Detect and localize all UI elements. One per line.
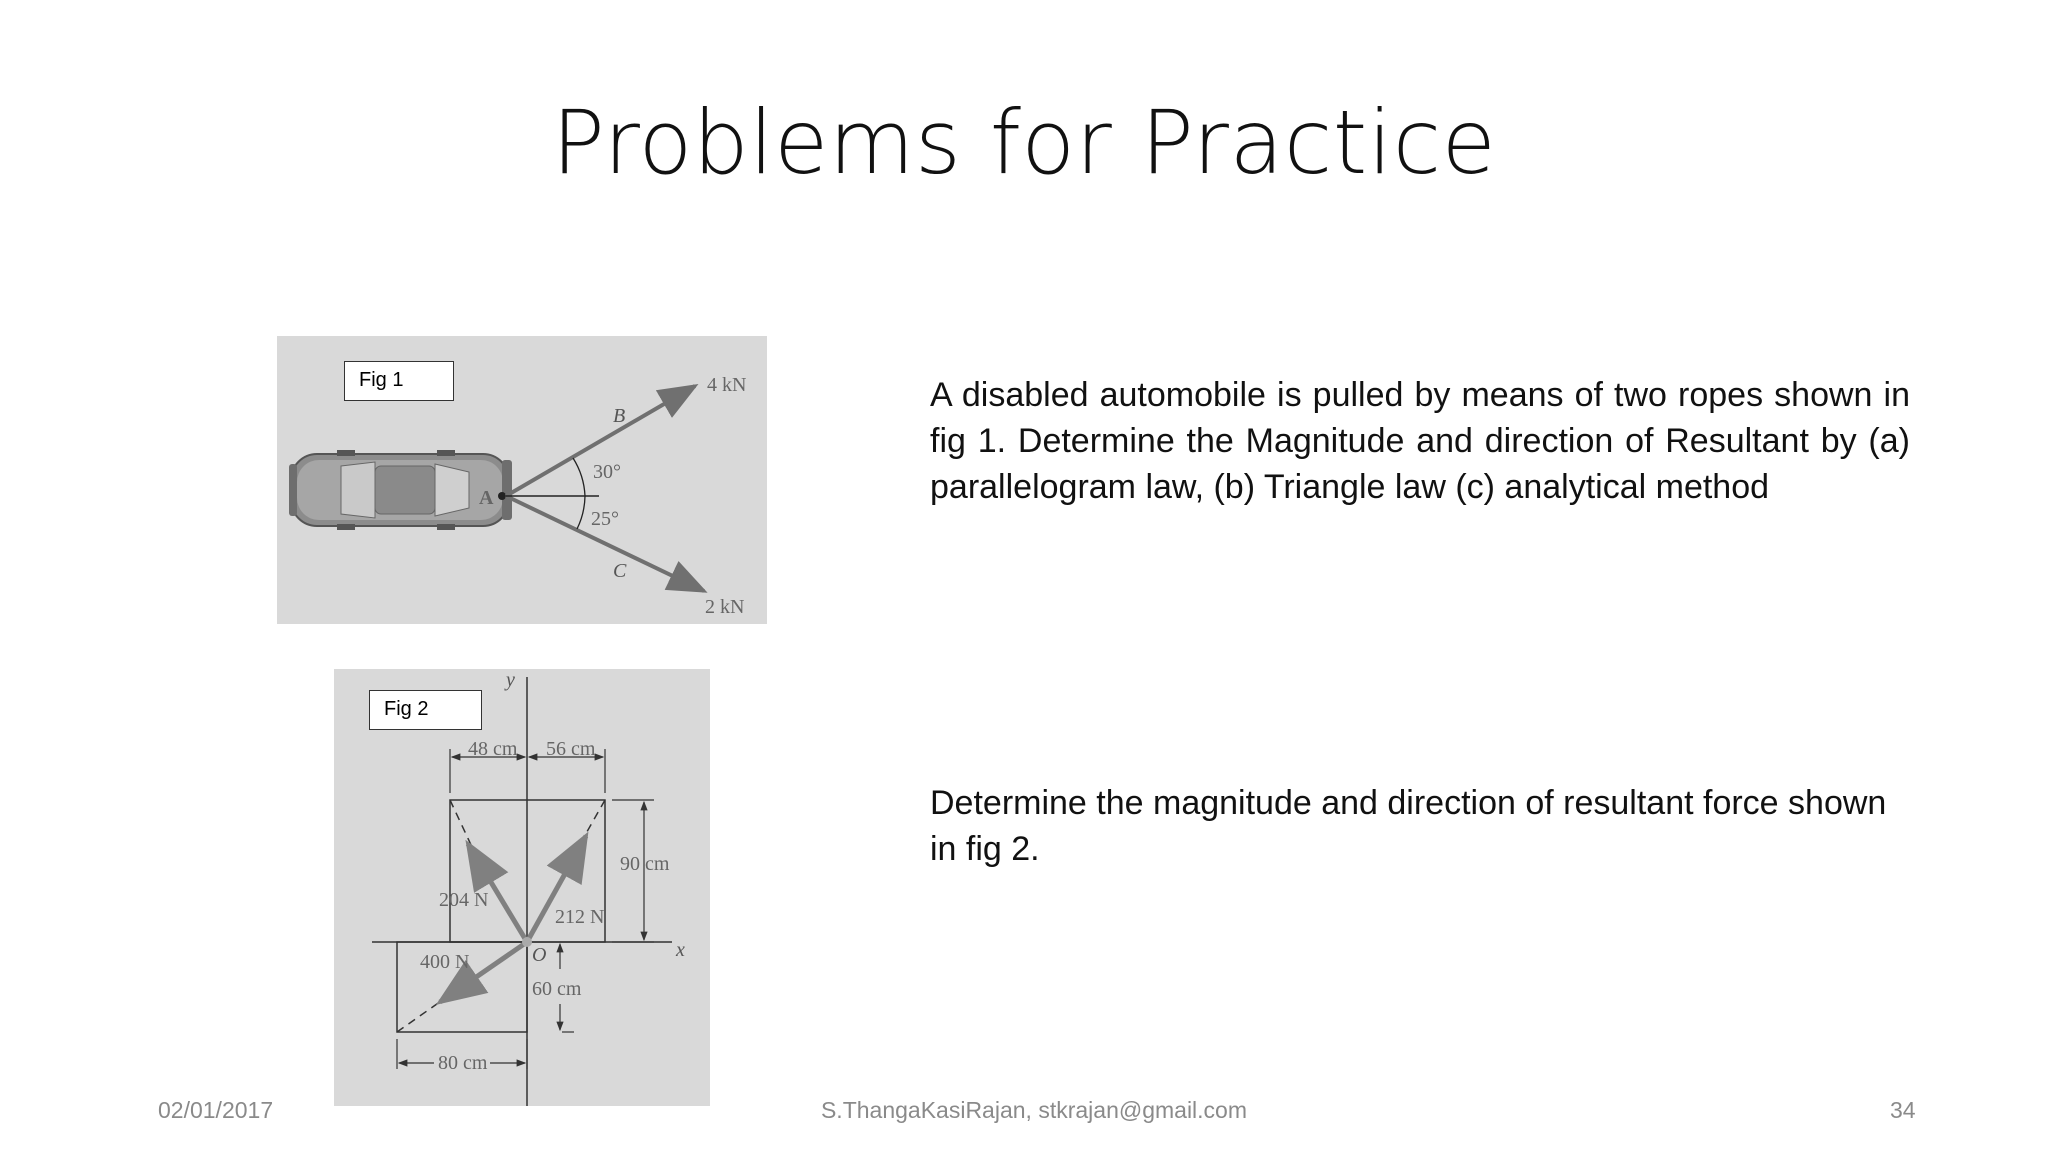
fig1-label: Fig 1 (344, 361, 454, 401)
dim-90-label: 90 cm (620, 853, 670, 875)
footer-date: 02/01/2017 (158, 1097, 274, 1123)
problem-1-text: A disabled automobile is pulled by means… (930, 376, 1910, 506)
dash-212 (583, 799, 606, 838)
rope-b-arrow (504, 383, 699, 498)
car-icon (289, 450, 512, 530)
dash-204 (449, 799, 473, 848)
angle-c-label: 25° (591, 508, 619, 530)
footer-author: S.ThangaKasiRajan, stkrajan@gmail.com (820, 1097, 1248, 1123)
angle-arc-b (572, 457, 586, 497)
angle-b-label: 30° (593, 461, 621, 483)
dim-48-label: 48 cm (468, 738, 518, 760)
fig2-label: Fig 2 (369, 690, 482, 730)
point-a (498, 492, 506, 500)
rope-c-arrow (505, 494, 708, 593)
force-c-label: 2 kN (705, 596, 744, 618)
dim-56-label: 56 cm (546, 738, 596, 760)
fig2-diagram: y x O 48 cm 56 cm 90 cm 60 cm (334, 669, 710, 1106)
rope-b-label: B (613, 405, 625, 427)
force-400-label: 400 N (420, 951, 469, 973)
force-b-label: 4 kN (707, 374, 746, 396)
angle-arc-c (576, 495, 586, 530)
origin-label: O (532, 944, 546, 966)
fig1-svg: A 30° 25° B C 4 kN 2 kN (289, 374, 746, 618)
fig2-svg: y x O 48 cm 56 cm 90 cm 60 cm (372, 669, 685, 1106)
x-axis-label: x (675, 939, 685, 961)
force-204-arrow (465, 839, 530, 944)
force-400-arrow (435, 939, 529, 1005)
force-212-label: 212 N (555, 906, 604, 928)
dash-400 (396, 998, 445, 1033)
lower-rectangle (396, 941, 528, 1033)
problem-2-text: Determine the magnitude and direction of… (930, 784, 1887, 868)
dim-80-label: 80 cm (438, 1052, 488, 1074)
fig1-diagram: A 30° 25° B C 4 kN 2 kN Fig 1 (277, 336, 767, 624)
dim-60-label: 60 cm (532, 978, 582, 1000)
force-204-label: 204 N (439, 889, 488, 911)
point-a-label: A (479, 487, 494, 509)
footer-page-number: 34 (1890, 1097, 1916, 1123)
y-axis-label: y (504, 669, 515, 691)
force-212-arrow (524, 831, 589, 944)
slide-title: Problems for Practice (551, 91, 1497, 194)
origin-point (522, 937, 532, 947)
rope-c-label: C (613, 560, 627, 582)
